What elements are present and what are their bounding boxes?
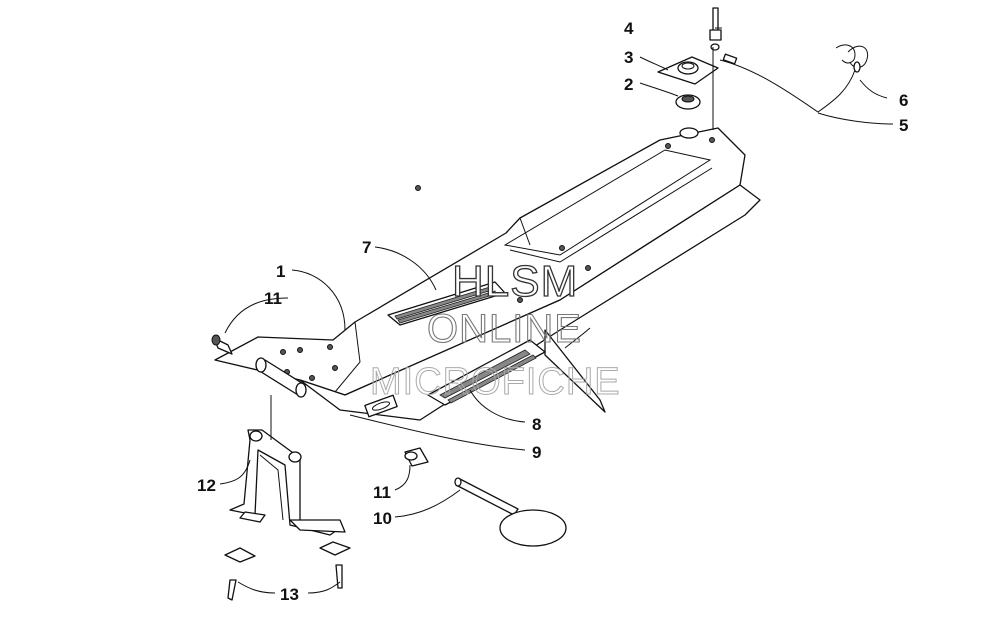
deck-plate xyxy=(214,127,761,421)
callout-9: 9 xyxy=(532,443,541,462)
decal-warning-7 xyxy=(387,281,506,326)
watermark: HLSM ONLINE MICROFICHE xyxy=(370,256,621,403)
watermark-line-2: ONLINE xyxy=(427,307,582,351)
callout-8: 8 xyxy=(532,415,541,434)
callout-6: 6 xyxy=(899,91,908,110)
callout-3: 3 xyxy=(624,48,633,67)
bushing-11-lower xyxy=(404,447,429,467)
callout-2: 2 xyxy=(624,75,633,94)
foot-pads-13 xyxy=(224,541,351,601)
watermark-line-1: HLSM xyxy=(452,257,578,306)
callout-11-upper: 11 xyxy=(264,289,282,308)
callout-7: 7 xyxy=(362,238,371,257)
callout-4: 4 xyxy=(624,19,634,38)
callout-13: 13 xyxy=(280,585,299,604)
pull-pin-10 xyxy=(454,477,567,547)
clip-6 xyxy=(835,44,868,73)
decal-logo-9 xyxy=(364,394,398,418)
hinge-tube xyxy=(255,357,307,398)
bolt-holes xyxy=(280,137,715,381)
lanyard-5 xyxy=(719,53,856,113)
callout-labels: 4 3 2 6 5 7 1 11 8 9 11 12 10 13 xyxy=(197,19,908,604)
callout-11-lower: 11 xyxy=(373,483,391,502)
callout-5: 5 xyxy=(899,116,908,135)
grommet-2 xyxy=(675,94,701,110)
pin-4 xyxy=(709,7,722,51)
leader-lines xyxy=(219,27,894,594)
callout-1: 1 xyxy=(276,262,285,281)
bushing-11-upper xyxy=(211,334,233,355)
stand-bracket-12 xyxy=(229,429,346,536)
callout-10: 10 xyxy=(373,509,392,528)
watermark-line-3: MICROFICHE xyxy=(370,361,621,403)
callout-12: 12 xyxy=(197,476,216,495)
retainer-plate-3 xyxy=(657,56,719,85)
